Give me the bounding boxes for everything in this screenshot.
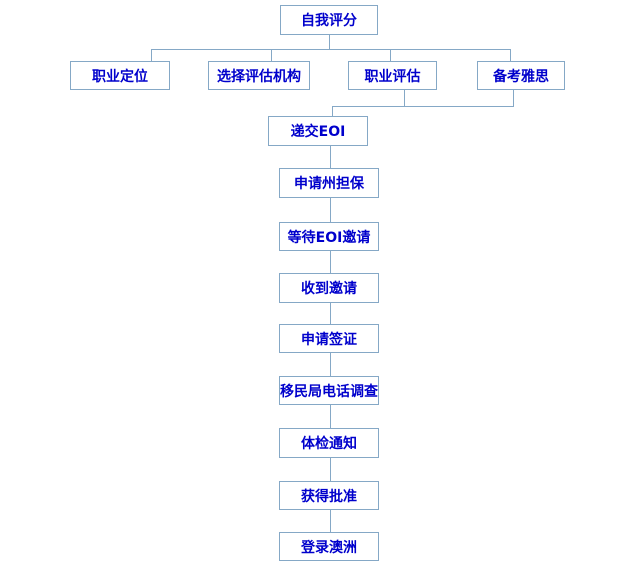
connector-chain-4 xyxy=(330,303,331,324)
connector-chain-6 xyxy=(330,405,331,428)
connector-row2-distribution xyxy=(151,49,511,50)
node-ielts-preparation: 备考雅思 xyxy=(477,61,565,90)
node-apply-visa: 申请签证 xyxy=(279,324,379,353)
connector-chain-8 xyxy=(330,510,331,532)
node-self-score: 自我评分 xyxy=(280,5,378,35)
connector-merge-horizontal xyxy=(332,106,514,107)
node-apply-state-sponsorship: 申请州担保 xyxy=(279,168,379,198)
node-land-australia: 登录澳洲 xyxy=(279,532,379,561)
node-submit-eoi: 递交EOI xyxy=(268,116,368,146)
connector-drop-career-assessment xyxy=(390,49,391,61)
node-choose-assessment-agency: 选择评估机构 xyxy=(208,61,310,90)
node-medical-exam-notice: 体检通知 xyxy=(279,428,379,458)
connector-chain-5 xyxy=(330,353,331,376)
connector-chain-1 xyxy=(330,146,331,168)
connector-drop-choose-agency xyxy=(271,49,272,61)
connector-drop-career-positioning xyxy=(151,49,152,61)
connector-chain-2 xyxy=(330,198,331,222)
node-immigration-phone-check: 移民局电话调查 xyxy=(279,376,379,405)
connector-career-assessment-down xyxy=(404,90,405,106)
connector-ielts-down xyxy=(513,90,514,106)
connector-chain-7 xyxy=(330,458,331,481)
connector-selfscore-down xyxy=(329,35,330,49)
node-receive-invitation: 收到邀请 xyxy=(279,273,379,303)
node-wait-eoi-invitation: 等待EOI邀请 xyxy=(279,222,379,251)
node-career-positioning: 职业定位 xyxy=(70,61,170,90)
node-get-approval: 获得批准 xyxy=(279,481,379,510)
connector-into-submit-eoi xyxy=(332,106,333,116)
node-career-assessment: 职业评估 xyxy=(348,61,437,90)
connector-chain-3 xyxy=(330,251,331,273)
connector-drop-ielts xyxy=(510,49,511,61)
